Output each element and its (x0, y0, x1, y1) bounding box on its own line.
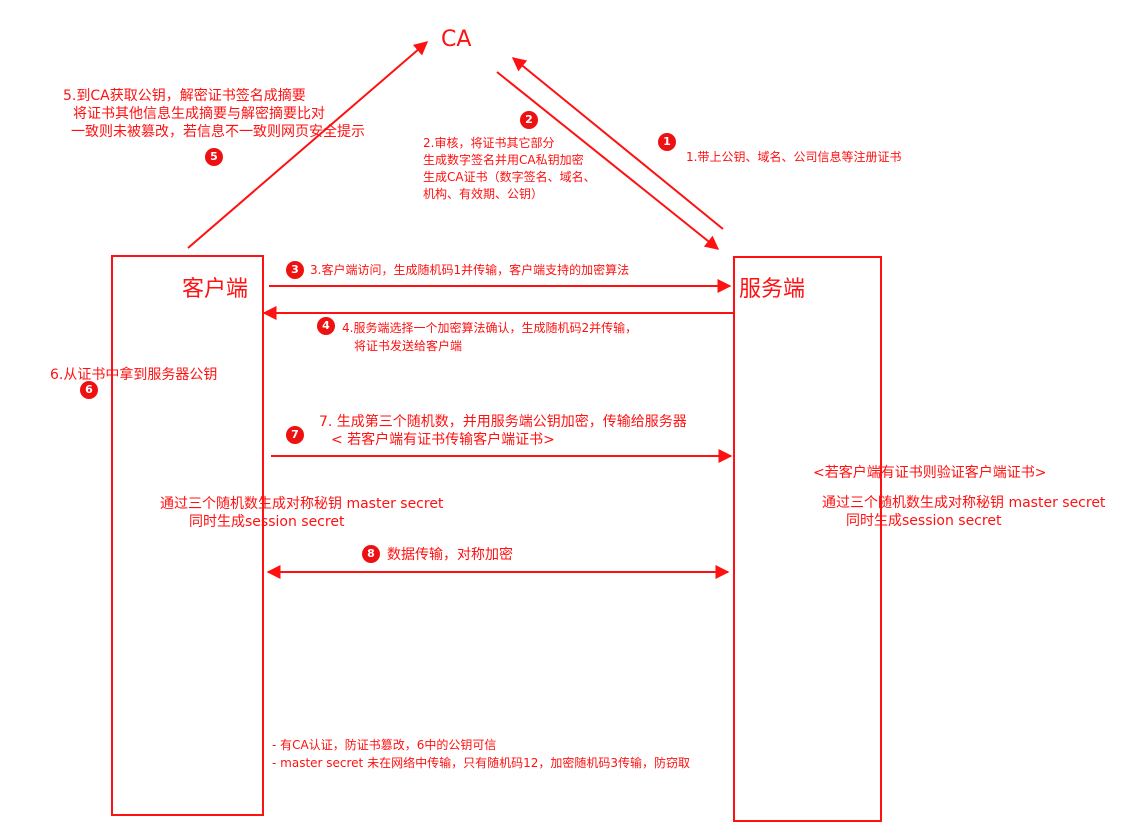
step5-badge: 5 (205, 148, 223, 166)
step8-text: 数据传输，对称加密 (387, 547, 513, 563)
server-note-line3: 同时生成session secret (846, 513, 1002, 529)
footnote-line2: - master secret 未在网络中传输，只有随机码12，加密随机码3传输… (272, 756, 690, 770)
step5-line2: 将证书其他信息生成摘要与解密摘要比对 (73, 106, 325, 122)
step2-line1: 2.审核，将证书其它部分 (423, 136, 555, 150)
step2-badge: 2 (520, 111, 538, 129)
step7-line1: 7. 生成第三个随机数，并用服务端公钥加密，传输给服务器 (319, 414, 687, 430)
step4-line2: 将证书发送给客户端 (354, 339, 463, 353)
step1-badge: 1 (658, 133, 676, 151)
arrow-ca-to-server (496, 71, 720, 250)
step1-text: 1.带上公钥、域名、公司信息等注册证书 (686, 150, 902, 164)
server-note-line2: 通过三个随机数生成对称秘钥 master secret (822, 495, 1106, 511)
step2-line2: 生成数字签名并用CA私钥加密 (423, 153, 584, 167)
server-note-line1: <若客户端有证书则验证客户端证书> (813, 465, 1047, 481)
client-label: 客户端 (182, 277, 249, 302)
arrow-client-to-ca (187, 41, 429, 249)
ca-label: CA (441, 27, 472, 52)
footnote-line1: - 有CA认证，防证书篡改，6中的公钥可信 (272, 738, 497, 752)
step2-line3: 生成CA证书（数字签名、域名、 (423, 170, 596, 184)
step3-badge: 3 (286, 261, 304, 279)
step5-line3: 一致则未被篡改，若信息不一致则网页安全提示 (71, 124, 365, 140)
step4-badge: 4 (317, 317, 335, 335)
client-note-line1: 通过三个随机数生成对称秘钥 master secret (160, 496, 444, 512)
server-label: 服务端 (739, 277, 806, 302)
step7-line2: < 若客户端有证书传输客户端证书> (331, 432, 555, 448)
step6-text: 6.从证书中拿到服务器公钥 (50, 367, 218, 383)
server-box (733, 256, 882, 822)
client-note-line2: 同时生成session secret (189, 514, 345, 530)
step5-line1: 5.到CA获取公钥，解密证书签名成摘要 (63, 88, 306, 104)
client-box (111, 255, 264, 816)
step4-line1: 4.服务端选择一个加密算法确认，生成随机码2并传输， (342, 321, 638, 335)
step2-line4: 机构、有效期、公钥） (423, 187, 544, 201)
step7-badge: 7 (286, 426, 304, 444)
step6-badge: 6 (80, 381, 98, 399)
step3-text: 3.客户端访问，生成随机码1并传输，客户端支持的加密算法 (310, 263, 630, 277)
arrow-server-to-ca (511, 57, 724, 230)
step8-badge: 8 (362, 545, 380, 563)
